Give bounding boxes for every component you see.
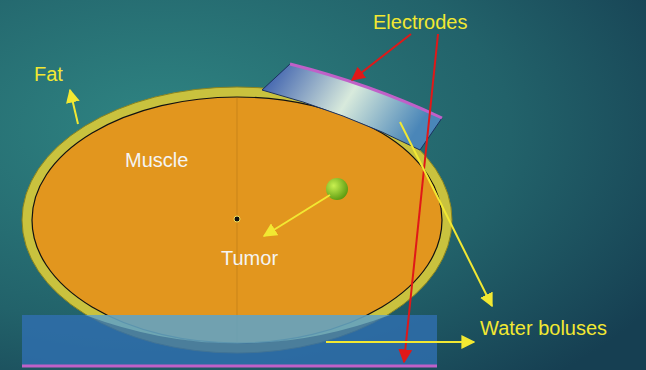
bolus-contact [85,315,390,344]
leader-arrow [70,90,78,124]
region-label: Muscle [125,150,188,170]
leader-arrow [404,34,438,362]
bottom-electrode [22,365,437,368]
leader-arrow [326,341,474,343]
bottom-water-bolus [22,315,437,365]
part-label: Tumor [221,248,278,268]
center-dot [234,216,240,222]
part-label: Fat [34,64,63,84]
part-label: Water boluses [480,318,607,338]
tumor-sphere [326,178,348,200]
muscle-region [32,97,442,343]
top-electrode [290,64,442,118]
part-label: Electrodes [373,12,468,32]
leader-arrow [264,195,330,236]
leader-arrow [352,34,411,80]
top-water-bolus [262,64,442,150]
leader-arrow [400,122,492,306]
